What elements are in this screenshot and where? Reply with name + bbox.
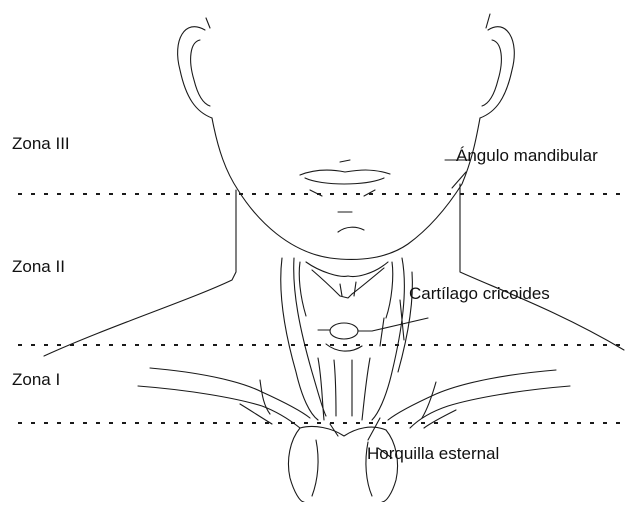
clavicles [138, 368, 570, 428]
head-outline [178, 14, 515, 259]
sternal-notch-label: Horquilla esternal [367, 445, 499, 462]
cricoid-cartilage-shape [330, 323, 358, 339]
zone-3-label: Zona III [12, 135, 70, 152]
cricoid-cartilage-label: Cartílago cricoides [409, 285, 550, 302]
neck-outline [44, 184, 624, 356]
zone-1-label: Zona I [12, 371, 60, 388]
mandible-angle-label: Ángulo mandibular [456, 147, 598, 164]
zone-2-label: Zona II [12, 258, 65, 275]
